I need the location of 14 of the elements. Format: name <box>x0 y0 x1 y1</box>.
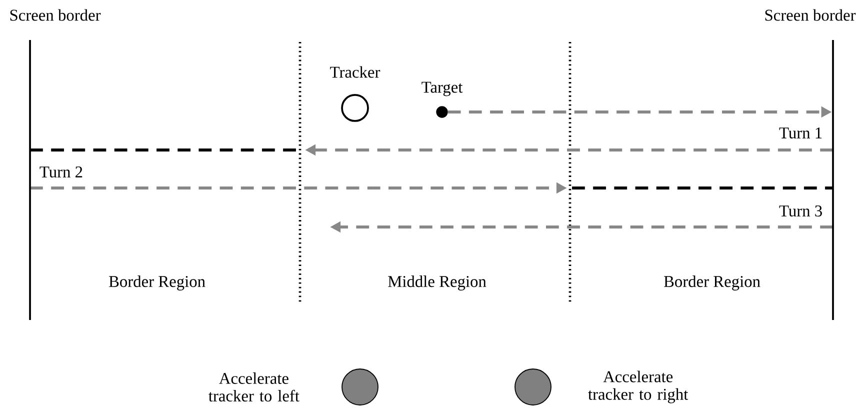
region-label: Middle Region <box>388 276 486 290</box>
legend-text: Accelerate tracker to left <box>208 372 300 402</box>
node-caption: Target <box>422 82 463 96</box>
screen-border-line <box>832 40 834 320</box>
screen-border-label: Screen border <box>765 9 856 21</box>
turn-label: Turn 1 <box>779 127 822 138</box>
region-label: Border Region <box>664 276 760 290</box>
node-caption: Tracker <box>330 66 380 78</box>
region-label: Border Region <box>108 276 206 290</box>
tracker-circle <box>341 94 369 122</box>
legend-text: Accelerate tracker to right <box>588 370 688 404</box>
target-dot <box>436 106 448 118</box>
screen-border-label: Screen border <box>10 9 101 21</box>
screen-border-line <box>29 40 31 320</box>
